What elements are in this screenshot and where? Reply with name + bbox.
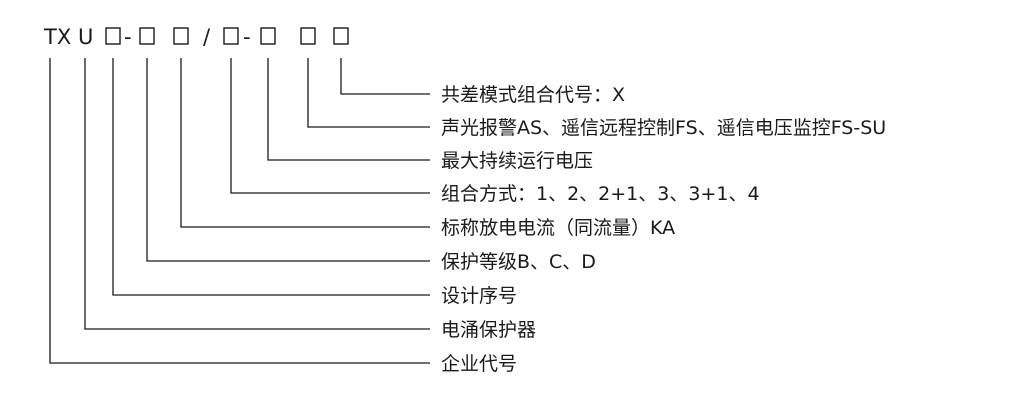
code-slot-mode [333,27,349,45]
code-slot-design-seq [105,27,121,45]
code-slot-discharge-current [173,27,189,45]
code-slot-alarm [300,27,316,45]
leader-line-company-code [49,58,430,364]
leader-line-mode [340,58,430,95]
legend-alarm: 声光报警AS、遥信远程控制FS、遥信电压监控FS-SU [441,117,886,139]
leader-line-discharge-current [180,58,430,228]
legend-design-seq: 设计序号 [441,285,517,307]
code-slot-max-voltage [260,27,276,45]
code-slash: / [203,25,211,49]
legend-surge-protector: 电涌保护器 [441,319,536,341]
code-dash-2: - [243,25,251,49]
legend-company-code: 企业代号 [441,353,517,375]
legend-discharge-current: 标称放电电流（同流量）KA [441,217,675,239]
legend-combination: 组合方式：1、2、2+1、3、3+1、4 [441,183,760,205]
legend-mode: 共差模式组合代号：X [441,84,625,106]
leader-line-max-voltage [267,58,430,161]
leader-line-alarm [307,58,430,128]
leader-line-protection-level [146,58,430,262]
leader-line-surge-protector [84,58,430,330]
leader-line-design-seq [112,58,430,296]
code-slot-combination [223,27,239,45]
code-dash-1: - [124,25,132,49]
legend-max-voltage: 最大持续运行电压 [441,150,593,172]
code-part-u: U [78,25,93,49]
legend-protection-level: 保护等级B、C、D [441,251,596,273]
code-slot-protection-level [139,27,155,45]
code-part-tx: TX [43,25,71,49]
leader-line-combination [230,58,430,194]
